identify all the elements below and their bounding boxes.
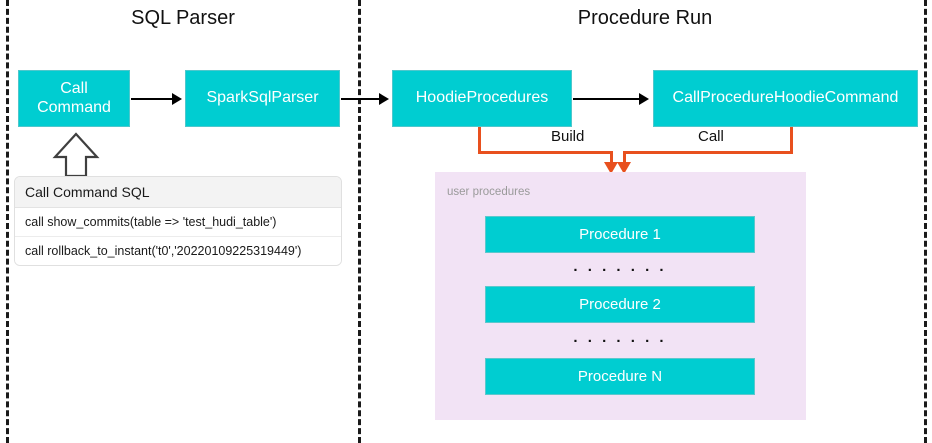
call-command-sql-row[interactable]: call show_commits(table => 'test_hudi_ta… bbox=[15, 208, 341, 237]
node-call-command[interactable]: Call Command bbox=[18, 70, 130, 127]
procedure-box-1-label: Procedure 1 bbox=[579, 226, 661, 243]
node-hoodie-procedures[interactable]: HoodieProcedures bbox=[392, 70, 572, 127]
node-call-procedure-hoodie-command-label: CallProcedureHoodieCommand bbox=[672, 89, 899, 107]
call-connector-vertical-right bbox=[790, 127, 793, 154]
build-connector-vertical-down bbox=[610, 151, 613, 166]
node-call-command-line2: Command bbox=[37, 98, 111, 116]
section-divider-right bbox=[924, 0, 927, 443]
arrow-call-command-to-spark-sql-parser bbox=[131, 98, 174, 100]
procedure-separator-dots: . . . . . . . bbox=[573, 329, 667, 346]
build-connector-horizontal bbox=[478, 151, 613, 154]
build-connector-vertical-left bbox=[478, 127, 481, 154]
node-spark-sql-parser[interactable]: SparkSqlParser bbox=[185, 70, 340, 127]
arrow-head-spark-sql-parser-to-hoodie-procedures bbox=[379, 93, 389, 105]
call-connector-arrow-head bbox=[617, 162, 631, 174]
call-command-sql-row[interactable]: call rollback_to_instant('t0','202201092… bbox=[15, 237, 341, 265]
call-command-sql-panel-header: Call Command SQL bbox=[15, 177, 341, 208]
procedure-box-n-label: Procedure N bbox=[577, 368, 663, 385]
user-procedures-panel-label: user procedures bbox=[447, 186, 531, 198]
node-spark-sql-parser-label: SparkSqlParser bbox=[206, 89, 319, 107]
edge-label-build: Build bbox=[545, 128, 591, 145]
call-connector-horizontal bbox=[623, 151, 793, 154]
node-call-command-line1: Call bbox=[60, 79, 88, 97]
call-connector-vertical-down bbox=[623, 151, 626, 166]
call-command-sql-panel: Call Command SQL call show_commits(table… bbox=[14, 176, 342, 266]
procedure-box-1[interactable]: Procedure 1 bbox=[485, 216, 755, 253]
section-title-sql-parser: SQL Parser bbox=[131, 7, 235, 29]
arrow-head-hoodie-procedures-to-call-procedure-hoodie-command bbox=[639, 93, 649, 105]
section-divider-left bbox=[6, 0, 9, 443]
section-title-procedure-run: Procedure Run bbox=[577, 7, 713, 29]
node-hoodie-procedures-label: HoodieProcedures bbox=[415, 89, 549, 107]
node-call-procedure-hoodie-command[interactable]: CallProcedureHoodieCommand bbox=[653, 70, 918, 127]
procedure-separator-dots: . . . . . . . bbox=[573, 258, 667, 275]
arrow-spark-sql-parser-to-hoodie-procedures bbox=[341, 98, 381, 100]
hollow-up-arrow-icon bbox=[52, 131, 100, 179]
arrow-head-call-command-to-spark-sql-parser bbox=[172, 93, 182, 105]
arrow-hoodie-procedures-to-call-procedure-hoodie-command bbox=[573, 98, 641, 100]
procedure-box-2-label: Procedure 2 bbox=[579, 296, 661, 313]
edge-label-call: Call bbox=[692, 128, 730, 145]
procedure-box-2[interactable]: Procedure 2 bbox=[485, 286, 755, 323]
section-divider-middle bbox=[358, 0, 361, 443]
build-connector-arrow-head bbox=[604, 162, 618, 174]
procedure-box-n[interactable]: Procedure N bbox=[485, 358, 755, 395]
